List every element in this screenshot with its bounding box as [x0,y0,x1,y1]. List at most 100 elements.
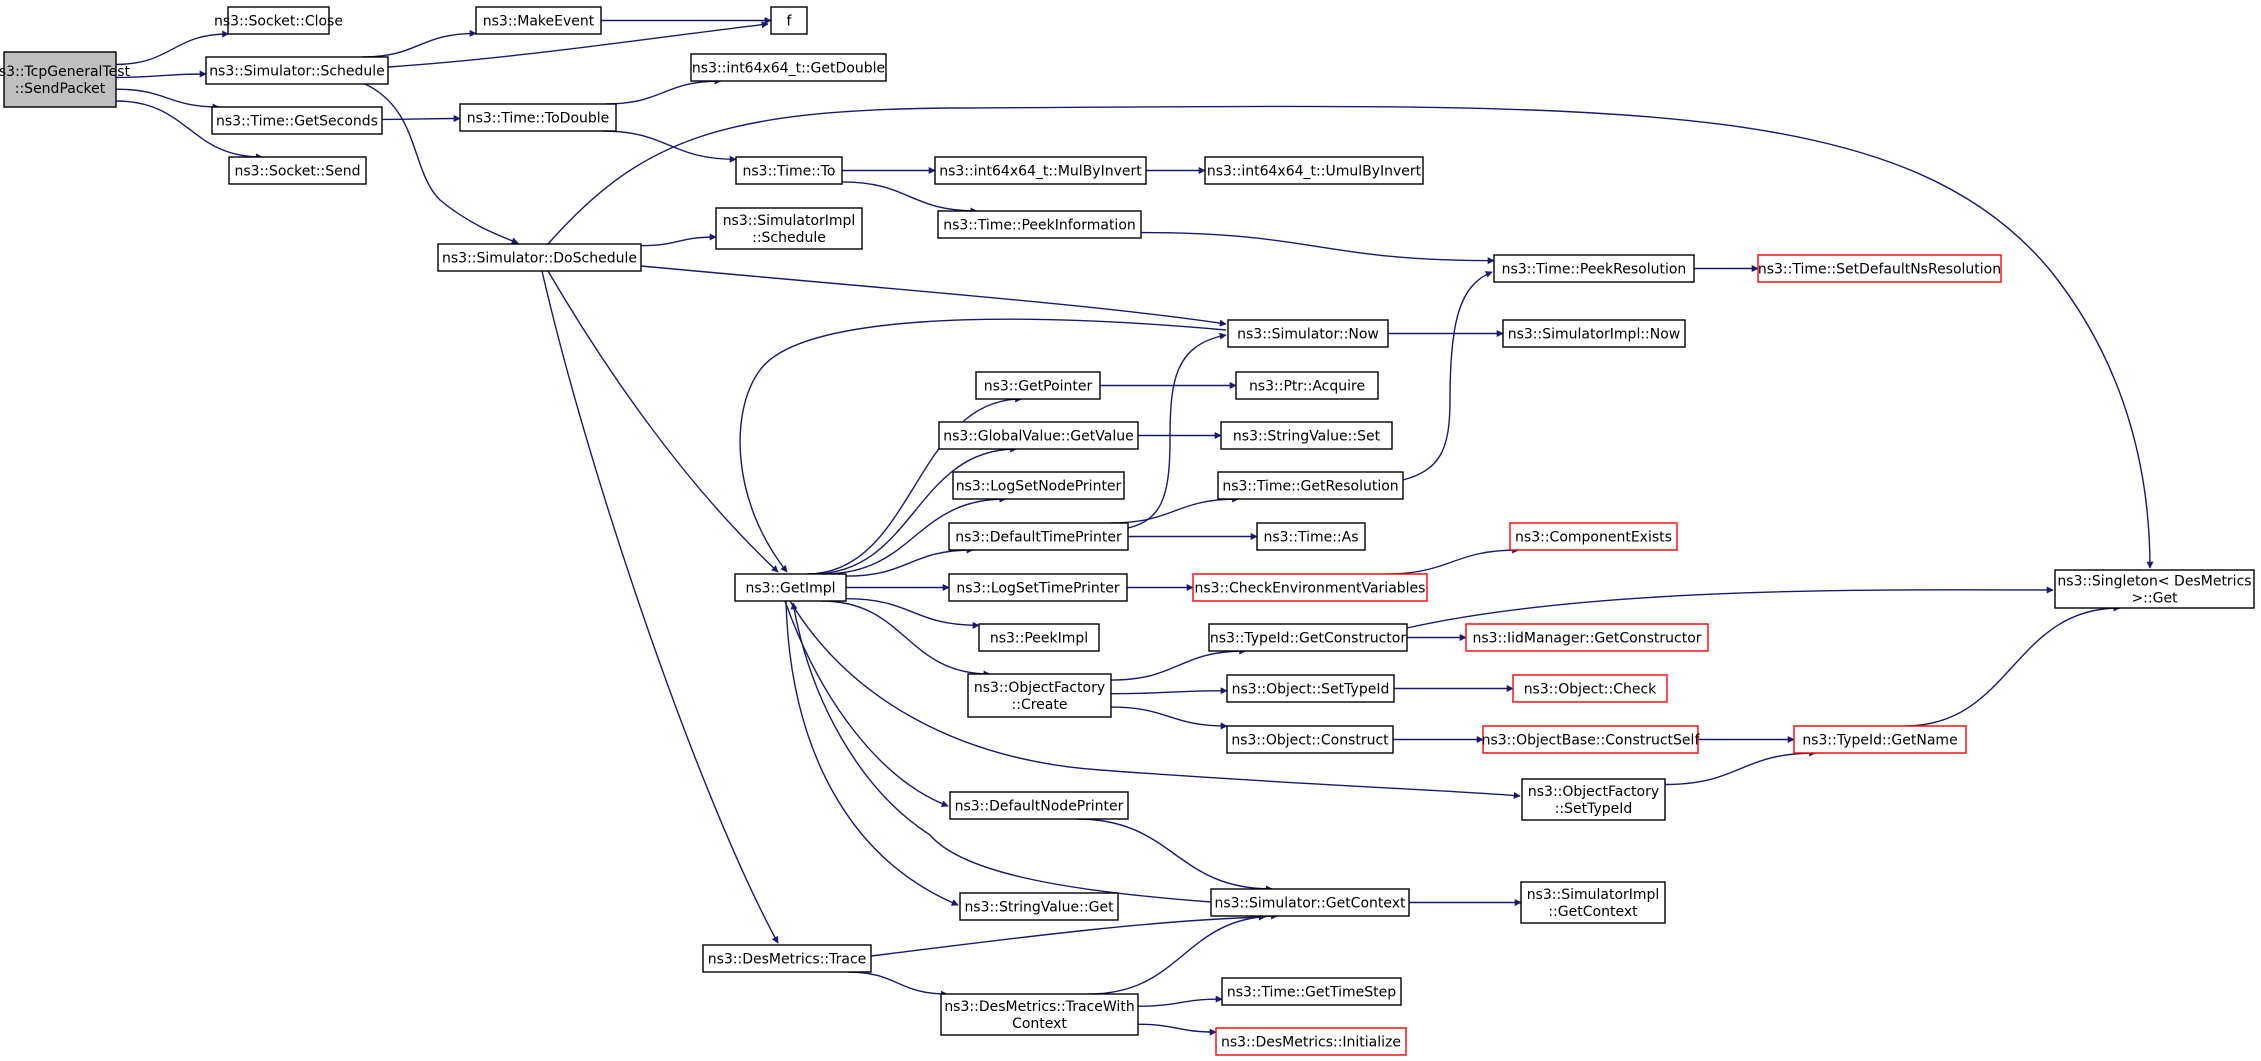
edge-objectfactory_create-to-object_settypeid [1110,687,1228,695]
node-desmetrics-trace[interactable]: ns3::DesMetrics::Trace [702,944,872,973]
edge-getimpl-to-defaultnodeprinter [784,600,949,808]
node-label: ns3::MakeEvent [483,14,595,30]
node-typeid-getconstructor[interactable]: ns3::TypeId::GetConstructor [1208,623,1408,652]
node-objectbase-constructself[interactable]: ns3::ObjectBase::ConstructSelf [1482,725,1701,754]
node-label: ns3::Time::To [743,164,836,180]
node-label: ns3::SimulatorImpl::Now [1508,327,1681,343]
node-label: ns3::Simulator::Schedule [209,64,385,80]
node-time-peekresolution[interactable]: ns3::Time::PeekResolution [1493,254,1695,283]
node-label: ns3::Simulator::Now [1237,327,1379,343]
node-simimpl-getcontext[interactable]: ns3::SimulatorImpl::GetContext [1520,881,1666,924]
edge-defaulttimeprinter-to-sim_now [1127,332,1227,529]
edge-checkenv-to-componentexists [1384,546,1520,575]
edge-typeid_getname-to-singleton_get [1904,604,2121,727]
edge-desmetrics_trace-to-desmetrics_tracewithcontext [847,971,948,998]
node-typeid-getname[interactable]: ns3::TypeId::GetName [1793,725,1967,754]
node-componentexists[interactable]: ns3::ComponentExists [1509,522,1678,551]
node-sim-schedule[interactable]: ns3::Simulator::Schedule [205,56,389,85]
node-peekimpl[interactable]: ns3::PeekImpl [978,623,1100,652]
node-object-check[interactable]: ns3::Object::Check [1512,674,1668,703]
node-label: ns3::ObjectFactory [974,680,1105,696]
node-int64-umulbyinvert[interactable]: ns3::int64x64_t::UmulByInvert [1204,156,1424,185]
edge-desmetrics_trace-to-sim_getcontext [870,913,1266,957]
node-time-getresolution[interactable]: ns3::Time::GetResolution [1217,471,1404,500]
node-label: ns3::StringValue::Get [964,900,1114,916]
node-label: ns3::Object::SetTypeId [1232,682,1390,698]
node-defaulttimeprinter[interactable]: ns3::DefaultTimePrinter [948,522,1129,551]
node-label: ns3::TypeId::GetName [1802,733,1957,749]
node-time-to[interactable]: ns3::Time::To [735,156,843,185]
edge-root-to-sim_schedule [115,70,207,79]
node-label: ns3::int64x64_t::GetDouble [692,61,885,77]
node-objectfactory-settypeid[interactable]: ns3::ObjectFactory::SetTypeId [1521,778,1666,821]
edge-sim_schedule-to-f [387,21,769,68]
node-sim-doschedule[interactable]: ns3::Simulator::DoSchedule [437,243,642,272]
edge-defaultnodeprinter-to-sim_getcontext [1076,818,1273,893]
node-label: ns3::Time::PeekInformation [943,218,1136,234]
node-int64-mulbyinvert[interactable]: ns3::int64x64_t::MulByInvert [934,156,1147,185]
node-time-setdefaultns[interactable]: ns3::Time::SetDefaultNsResolution [1757,254,2002,283]
node-desmetrics-initialize[interactable]: ns3::DesMetrics::Initialize [1215,1027,1407,1056]
node-makeevent[interactable]: ns3::MakeEvent [475,6,602,35]
node-time-todouble[interactable]: ns3::Time::ToDouble [459,103,617,132]
edge-sim_schedule-to-makeevent [362,29,477,58]
edge-time_getresolution-to-time_peekresolution [1402,271,1493,481]
node-socket-close[interactable]: ns3::Socket::Close [214,6,343,35]
node-time-gettimestep[interactable]: ns3::Time::GetTimeStep [1221,977,1402,1006]
node-label: ns3::LogSetNodePrinter [956,479,1122,495]
node-label: ::SetTypeId [1555,801,1633,817]
edge-typeid_getconstructor-to-singleton_get [1406,586,2054,629]
node-label: ns3::DesMetrics::Initialize [1221,1035,1401,1051]
node-ptr-acquire[interactable]: ns3::Ptr::Acquire [1235,371,1379,400]
edge-getimpl-to-stringvalue_get [785,600,959,906]
node-defaultnodeprinter[interactable]: ns3::DefaultNodePrinter [949,791,1129,820]
edge-time_peekinformation-to-time_peekresolution [1140,231,1495,265]
node-label: ns3::Time::GetResolution [1222,479,1398,495]
edge-objectfactory_create-to-object_construct [1110,706,1228,730]
node-logsettimeprinter[interactable]: ns3::LogSetTimePrinter [948,573,1128,602]
node-object-settypeid[interactable]: ns3::Object::SetTypeId [1226,674,1395,703]
node-simimpl-now[interactable]: ns3::SimulatorImpl::Now [1502,319,1686,348]
node-time-as[interactable]: ns3::Time::As [1256,522,1366,551]
node-label: ns3::Time::PeekResolution [1502,262,1687,278]
edge-sim_doschedule-to-getimpl [547,270,779,573]
edge-objectfactory_settypeid-to-typeid_getname [1664,749,1817,786]
node-int64-getdouble[interactable]: ns3::int64x64_t::GetDouble [690,53,887,82]
node-sim-getcontext[interactable]: ns3::Simulator::GetContext [1210,888,1410,917]
node-checkenv[interactable]: ns3::CheckEnvironmentVariables [1192,573,1428,602]
edge-time_todouble-to-time_to [601,130,737,163]
node-stringvalue-get[interactable]: ns3::StringValue::Get [959,892,1119,921]
edge-root-to-socket_close [115,30,230,66]
node-objectfactory-create[interactable]: ns3::ObjectFactory::Create [967,673,1112,718]
edge-desmetrics_tracewithcontext-to-time_gettimestep [1137,995,1223,1007]
node-singleton-get[interactable]: ns3::Singleton< DesMetrics >::Get [2054,569,2255,609]
node-label: ns3::StringValue::Set [1233,429,1381,445]
node-stringvalue-set[interactable]: ns3::StringValue::Set [1220,421,1393,450]
node-label: ns3::Simulator::GetContext [1214,896,1406,912]
node-label: ns3::DefaultTimePrinter [955,530,1122,546]
node-logsetnodeprinter[interactable]: ns3::LogSetNodePrinter [952,471,1125,500]
node-label: ns3::TcpGeneralTest [0,64,131,80]
node-getpointer[interactable]: ns3::GetPointer [975,371,1101,400]
node-sim-now[interactable]: ns3::Simulator::Now [1227,319,1389,348]
node-time-getseconds[interactable]: ns3::Time::GetSeconds [211,106,383,135]
node-label: ::Schedule [752,230,826,246]
node-label: ns3::ComponentExists [1515,530,1672,546]
node-globalvalue-getvalue[interactable]: ns3::GlobalValue::GetValue [938,421,1139,450]
node-label: >::Get [2131,591,2178,607]
node-time-peekinformation[interactable]: ns3::Time::PeekInformation [937,210,1142,239]
node-getimpl[interactable]: ns3::GetImpl [734,573,847,602]
edge-getimpl-to-globalvalue_getvalue [812,445,1018,575]
node-socket-send[interactable]: ns3::Socket::Send [228,156,367,185]
nodes-layer: ns3::TcpGeneralTest::SendPacketns3::Sock… [0,6,2255,1056]
node-f[interactable]: f [770,6,808,35]
edge-time_getseconds-to-time_todouble [381,115,461,123]
edge-sim_doschedule-to-desmetrics_trace [541,270,779,944]
node-label: ns3::Socket::Close [214,14,343,30]
edge-sim_now-to-getimpl [739,318,1227,573]
node-simimpl-schedule[interactable]: ns3::SimulatorImpl::Schedule [715,207,863,250]
edge-getimpl-to-getpointer [806,395,1023,575]
node-object-construct[interactable]: ns3::Object::Construct [1226,725,1394,754]
node-iidmanager-getconstructor[interactable]: ns3::IidManager::GetConstructor [1465,623,1709,652]
